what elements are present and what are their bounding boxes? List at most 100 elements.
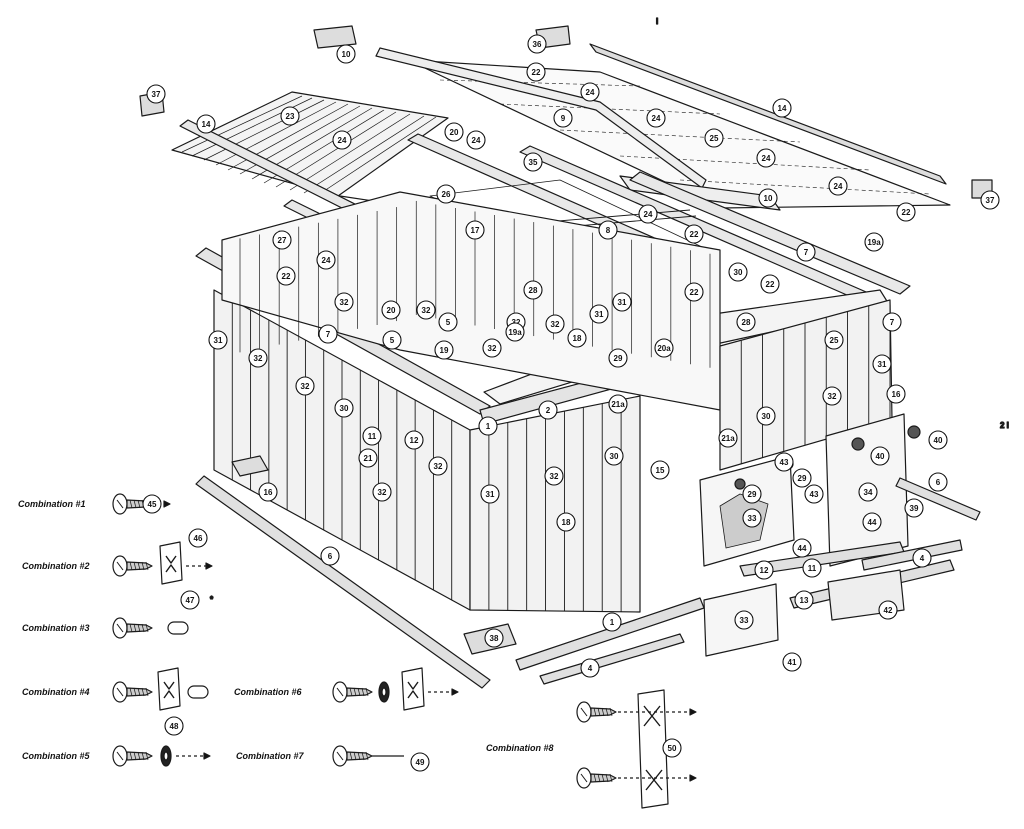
part-callout: 25 [824, 330, 844, 350]
part-callout: 49 [410, 752, 430, 772]
part-callout: 39 [904, 498, 924, 518]
hardware-combinations [112, 493, 697, 809]
part-number-label: 19a [867, 238, 881, 247]
part-number-label: 33 [740, 616, 749, 625]
part-callout: 29 [608, 348, 628, 368]
part-number-label: 14 [202, 120, 211, 129]
part-callout: 46 [188, 528, 208, 548]
part-callout: 50 [662, 738, 682, 758]
part-callout: 47 [180, 590, 200, 610]
part-number-label: 29 [798, 474, 807, 483]
part-callout: 24 [332, 130, 352, 150]
part-number-label: 4 [920, 554, 925, 563]
arrow-icon [689, 774, 697, 782]
part-callout: 44 [792, 538, 812, 558]
part-number-label: 25 [830, 336, 839, 345]
arrow-icon [205, 562, 213, 570]
part-callout: 22 [684, 282, 704, 302]
asterisk-mark: * [210, 595, 214, 604]
part-number-label: 45 [148, 500, 157, 509]
part-number-label: 49 [416, 758, 425, 767]
part-callout: 38 [484, 628, 504, 648]
part-number-label: 9 [561, 114, 566, 123]
part-number-label: 25 [710, 134, 719, 143]
part-callout: 31 [872, 354, 892, 374]
part-callout: 5 [382, 330, 402, 350]
part-number-label: 5 [446, 318, 451, 327]
part-number-label: 20a [657, 344, 671, 353]
part-number-label: 24 [338, 136, 347, 145]
part-callout: 6 [928, 472, 948, 492]
part-number-label: 22 [282, 272, 291, 281]
clip-icon [401, 667, 425, 711]
part-number-label: 44 [798, 544, 807, 553]
part-number-label: 31 [878, 360, 887, 369]
part-callout: 22 [526, 62, 546, 82]
part-callout: 1 [602, 612, 622, 632]
part-number-label: 24 [586, 88, 595, 97]
part-number-label: 48 [170, 722, 179, 731]
part-number-label: 31 [214, 336, 223, 345]
part-number-label: 1 [610, 618, 615, 627]
part-number-label: 24 [322, 256, 331, 265]
part-number-label: 46 [194, 534, 203, 543]
combination-label: Combination #8 [486, 743, 554, 753]
part-callout: 10 [758, 188, 778, 208]
part-callout: 20 [381, 300, 401, 320]
part-number-label: 30 [610, 452, 619, 461]
part-callout: 23 [280, 106, 300, 126]
part-number-label: 35 [529, 158, 538, 167]
part-number-label: 28 [529, 286, 538, 295]
part-number-label: 31 [486, 490, 495, 499]
combination-label: Combination #2 [22, 561, 90, 571]
part-number-label: 11 [808, 564, 817, 573]
screw-icon [576, 701, 617, 723]
part-number-label: 21a [721, 434, 735, 443]
part-callout: 28 [736, 312, 756, 332]
part-number-label: 18 [573, 334, 582, 343]
part-number-label: 11 [368, 432, 377, 441]
combination-label: Combination #7 [236, 751, 304, 761]
part-callout: 31 [480, 484, 500, 504]
part-callout: 32 [334, 292, 354, 312]
arrow-icon [689, 708, 697, 716]
part-number-label: 19a [508, 328, 522, 337]
part-callout: 40 [870, 446, 890, 466]
part-callout: 16 [258, 482, 278, 502]
part-callout: 4 [580, 658, 600, 678]
part-number-label: 36 [533, 40, 542, 49]
part-callout: 43 [774, 452, 794, 472]
part-number-label: 32 [550, 472, 559, 481]
part-callout: 7 [318, 324, 338, 344]
part-callout: 6 [320, 546, 340, 566]
part-number-label: 7 [326, 330, 331, 339]
roof-panels [171, 43, 951, 211]
part-number-label: 13 [800, 596, 809, 605]
part-callout: 5 [438, 312, 458, 332]
part-callout: 4 [912, 548, 932, 568]
combination-label: Combination #5 [22, 751, 90, 761]
part-number-label: 7 [804, 248, 809, 257]
part-callout: 33 [742, 508, 762, 528]
part-number-label: 4 [588, 664, 593, 673]
part-callout: 12 [754, 560, 774, 580]
part-callout: 41 [782, 652, 802, 672]
part-number-label: 32 [488, 344, 497, 353]
screw-icon [112, 681, 153, 703]
screw-icon [332, 681, 373, 703]
margin-mark-top: I [656, 17, 658, 26]
part-callout: 8 [598, 220, 618, 240]
part-callout: 21a [718, 428, 738, 448]
part-number-label: 16 [892, 390, 901, 399]
arrow-icon [451, 688, 459, 696]
floor-tracks [195, 455, 981, 689]
part-callout: 30 [728, 262, 748, 282]
part-number-label: 34 [864, 488, 873, 497]
screw-icon [112, 617, 153, 639]
part-callout: 30 [756, 406, 776, 426]
part-number-label: 12 [410, 436, 419, 445]
part-callout: 37 [146, 84, 166, 104]
combination-label: Combination #1 [18, 499, 86, 509]
part-number-label: 41 [788, 658, 797, 667]
